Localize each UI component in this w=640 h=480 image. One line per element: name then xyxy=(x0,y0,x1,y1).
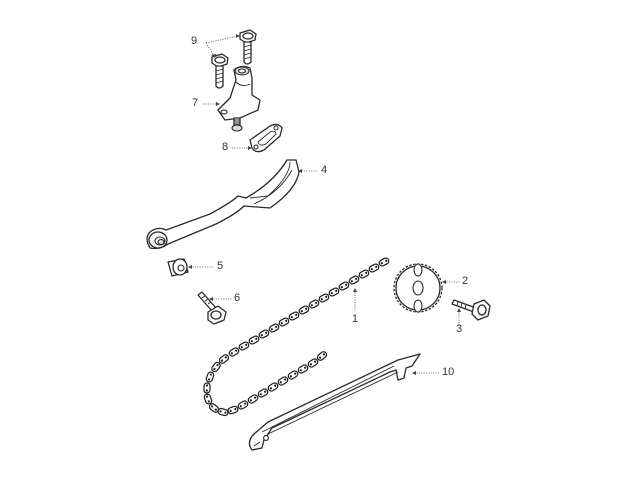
callout-9: 9 xyxy=(191,35,198,47)
bushing-icon xyxy=(167,258,189,277)
sprocket-icon xyxy=(393,263,443,313)
callout-3: 3 xyxy=(456,323,463,335)
callout-7: 7 xyxy=(192,97,199,109)
chain-guide-icon xyxy=(248,353,421,451)
bolt-icon xyxy=(239,29,257,65)
callout-5: 5 xyxy=(217,260,224,272)
callout-4: 4 xyxy=(321,164,328,176)
callout-1: 1 xyxy=(352,313,359,325)
bolt-icon xyxy=(197,291,227,325)
bolt-icon xyxy=(451,299,491,321)
callout-10: 10 xyxy=(442,366,455,378)
timing-chain-icon xyxy=(202,256,391,417)
callout-6: 6 xyxy=(234,292,241,304)
leader-lines xyxy=(188,34,461,375)
callout-8: 8 xyxy=(222,141,229,153)
chain-tensioner-icon xyxy=(217,65,261,132)
gasket-icon xyxy=(249,123,283,153)
tensioner-slipper-icon xyxy=(146,159,300,250)
bolt-icon xyxy=(211,53,229,89)
callout-2: 2 xyxy=(462,275,469,287)
